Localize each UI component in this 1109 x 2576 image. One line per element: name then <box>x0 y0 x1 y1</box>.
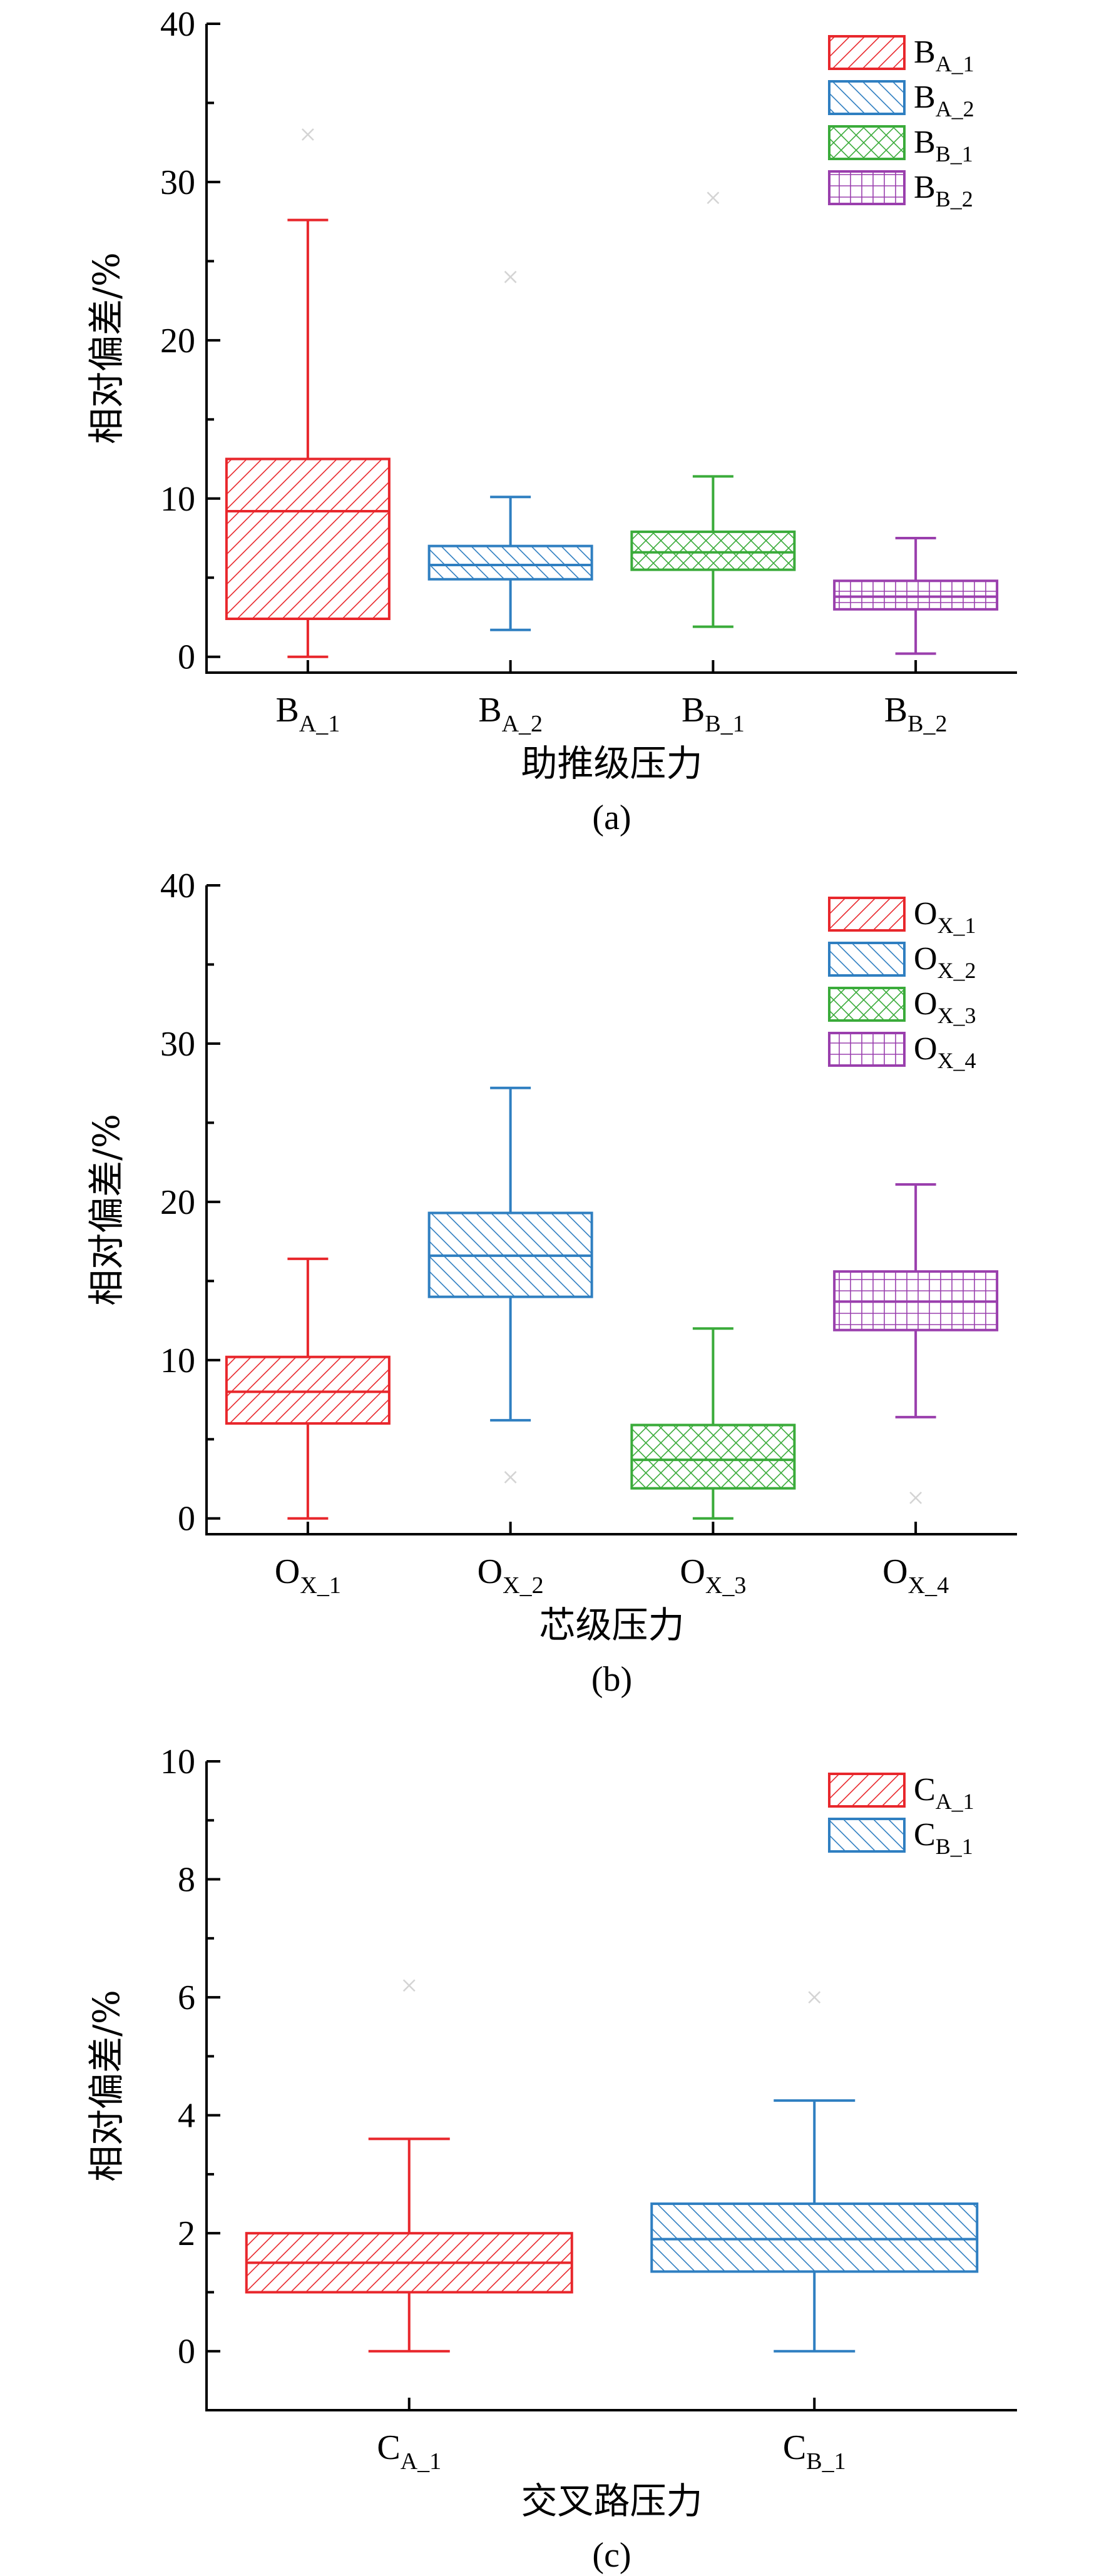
y-tick-label: 0 <box>178 1500 195 1539</box>
legend-label: CB_1 <box>914 1817 973 1859</box>
x-tick-label: BB_2 <box>884 691 948 737</box>
legend-label: OX_2 <box>914 941 976 983</box>
outlier-marker <box>504 1471 517 1484</box>
box-hatch <box>834 581 998 609</box>
legend-swatch-hatch <box>829 126 904 159</box>
x-tick-label: BB_1 <box>682 691 745 737</box>
y-tick-label: 10 <box>160 480 195 519</box>
outlier-marker <box>909 1491 922 1504</box>
panel-label: (c) <box>592 2536 631 2575</box>
legend-label: BB_2 <box>914 170 973 211</box>
panel-label: (a) <box>592 798 631 837</box>
x-tick-label: OX_1 <box>275 1552 341 1599</box>
axes-frame <box>205 24 1017 674</box>
legend-swatch-hatch <box>829 36 904 69</box>
box-o-x-2 <box>427 1086 593 1484</box>
legend-swatch-hatch <box>829 1819 904 1851</box>
y-tick-label: 30 <box>160 163 195 202</box>
x-axis-title: 助推级压力 <box>521 742 702 785</box>
y-axis-title: 相对偏差/% <box>85 252 128 444</box>
y-tick-label: 20 <box>160 1183 195 1222</box>
y-tick-label: 40 <box>160 867 195 905</box>
x-axis-title: 芯级压力 <box>539 1604 684 1646</box>
legend-label: BB_1 <box>914 125 973 166</box>
y-tick-label: 20 <box>160 322 195 360</box>
y-tick-label: 10 <box>160 1341 195 1380</box>
x-tick-label: OX_4 <box>882 1552 949 1599</box>
outlier-marker <box>504 270 517 283</box>
legend-swatch-hatch <box>829 1033 904 1066</box>
box-c-a-1 <box>245 1979 573 2353</box>
box-hatch <box>226 1357 389 1423</box>
box-b-a-1 <box>225 128 391 658</box>
y-tick-label: 0 <box>178 638 195 677</box>
legend: CA_1CB_1 <box>828 1772 974 1859</box>
outlier-marker <box>402 1979 416 1992</box>
box-hatch <box>429 546 592 579</box>
legend-label: CA_1 <box>914 1772 974 1814</box>
x-tick-label: CA_1 <box>377 2428 441 2475</box>
legend-swatch-hatch <box>829 988 904 1021</box>
box-hatch <box>631 531 795 570</box>
y-tick-label: 10 <box>160 1743 195 1781</box>
x-tick-label: BA_1 <box>275 691 340 737</box>
box-hatch <box>631 1425 795 1489</box>
y-tick-label: 4 <box>178 2097 195 2136</box>
x-tick-label: BA_2 <box>478 691 543 737</box>
axes-frame <box>205 1761 1017 2411</box>
legend-swatch-hatch <box>829 81 904 114</box>
y-tick-label: 0 <box>178 2333 195 2371</box>
outlier-marker <box>707 191 720 205</box>
box-b-a-2 <box>427 270 593 631</box>
box-o-x-3 <box>630 1327 796 1520</box>
box-o-x-4 <box>833 1183 999 1504</box>
legend-swatch-hatch <box>829 171 904 204</box>
x-tick-label: OX_2 <box>478 1552 544 1599</box>
legend-swatch-hatch <box>829 1774 904 1806</box>
legend-label: OX_1 <box>914 896 976 938</box>
legend: OX_1OX_2OX_3OX_4 <box>828 896 976 1073</box>
box-c-b-1 <box>650 1991 979 2353</box>
box-hatch <box>652 2204 978 2272</box>
x-axis-title: 交叉路压力 <box>521 2480 702 2522</box>
box-b-b-1 <box>630 191 796 628</box>
y-axis-title: 相对偏差/% <box>85 1990 128 2182</box>
legend: BA_1BA_2BB_1BB_2 <box>828 34 974 211</box>
panel-label: (b) <box>591 1660 632 1699</box>
x-tick-label: OX_3 <box>680 1552 746 1599</box>
y-tick-label: 6 <box>178 1978 195 2017</box>
y-tick-label: 40 <box>160 5 195 44</box>
box-b-b-2 <box>833 537 999 655</box>
outlier-marker <box>301 128 314 141</box>
legend-label: OX_3 <box>914 986 976 1028</box>
box-hatch <box>226 459 389 619</box>
axes-frame <box>205 885 1017 1535</box>
legend-label: OX_4 <box>914 1031 976 1073</box>
y-axis-title: 相对偏差/% <box>85 1114 128 1306</box>
y-tick-label: 8 <box>178 1861 195 1900</box>
legend-swatch-hatch <box>829 943 904 975</box>
legend-swatch-hatch <box>829 898 904 930</box>
x-tick-label: CB_1 <box>783 2428 846 2475</box>
legend-label: BA_1 <box>914 34 974 76</box>
outlier-marker <box>808 1991 821 2003</box>
y-tick-label: 2 <box>178 2214 195 2253</box>
y-tick-label: 30 <box>160 1025 195 1064</box>
legend-label: BA_2 <box>914 79 974 121</box>
box-o-x-1 <box>225 1257 391 1520</box>
